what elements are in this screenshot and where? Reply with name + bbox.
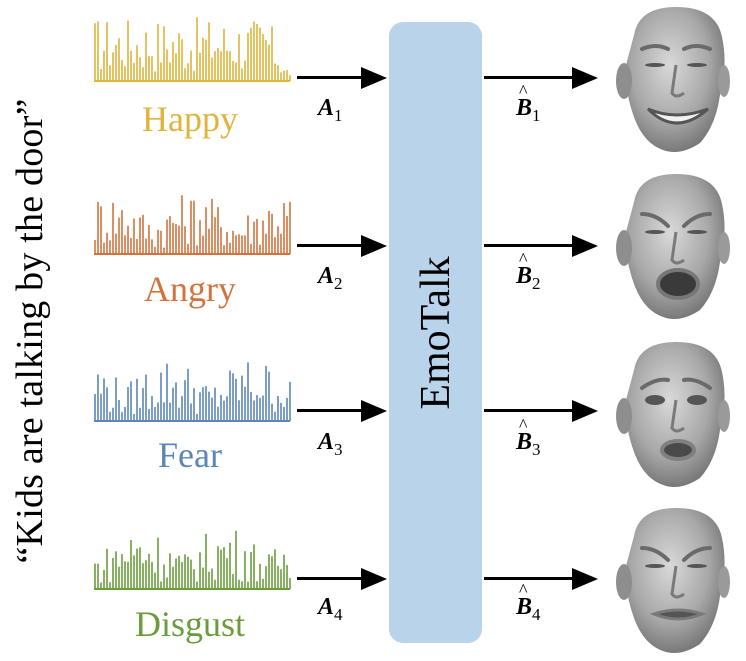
- face-ear-right: [718, 65, 730, 97]
- input-arrow-1: [297, 67, 387, 89]
- output-label-2: B2: [516, 249, 541, 294]
- face-ear-right: [718, 566, 730, 598]
- output-arrow-3: [484, 400, 599, 422]
- face-eye-right: [687, 230, 707, 234]
- face-ear-left: [616, 398, 632, 434]
- face-ear-left: [616, 564, 632, 600]
- face-nose: [670, 231, 685, 265]
- output-arrow-1: [484, 67, 599, 89]
- emotion-label-happy: Happy: [142, 99, 238, 139]
- face-mouth: [660, 439, 696, 461]
- output-arrow-2: [484, 235, 599, 257]
- waveform-fear: [94, 362, 291, 422]
- input-label-1: A1: [318, 95, 343, 125]
- input-label-4: A4: [318, 594, 343, 624]
- face-eye-right: [687, 564, 707, 568]
- face-eye-left: [645, 230, 665, 234]
- face-happy-icon: [616, 7, 730, 152]
- face-ear-left: [616, 63, 632, 99]
- face-brow-right: [682, 44, 712, 51]
- face-brow-right: [682, 212, 712, 228]
- face-eye-left: [645, 395, 665, 405]
- face-nose: [670, 399, 685, 433]
- emotalk-model-block: EmoTalk: [389, 22, 482, 643]
- face-brow-left: [640, 212, 670, 228]
- face-disgust-icon: [616, 508, 730, 653]
- face-eye-left: [645, 63, 665, 67]
- face-ear-left: [616, 230, 632, 266]
- face-fear-icon: [616, 342, 730, 487]
- input-label-3: A3: [318, 429, 343, 459]
- waveform-happy: [94, 17, 291, 82]
- sentence-text: “Kids are talking by the door”: [9, 97, 51, 564]
- face-brow-left: [640, 377, 670, 390]
- face-brow-right: [682, 377, 712, 390]
- face-ear-right: [718, 400, 730, 432]
- face-brow-left: [640, 546, 670, 562]
- face-eye-left: [645, 564, 665, 568]
- face-nose: [670, 64, 685, 98]
- face-ear-right: [718, 232, 730, 264]
- input-label-2: A2: [318, 263, 343, 293]
- face-eye-right: [687, 395, 707, 405]
- face-brow-left: [640, 44, 670, 51]
- input-arrow-3: [297, 400, 387, 422]
- output-label-4: B4: [516, 580, 541, 625]
- emotion-label-angry: Angry: [144, 269, 236, 309]
- face-mouth: [646, 107, 709, 125]
- face-angry-icon: [616, 174, 730, 319]
- waveform-angry: [94, 195, 291, 255]
- input-arrow-2: [297, 235, 387, 257]
- output-label-1: B1: [516, 81, 541, 126]
- face-nose: [670, 565, 685, 599]
- output-arrow-4: [484, 568, 599, 590]
- face-mouth: [649, 608, 707, 621]
- face-eye-right: [687, 63, 707, 67]
- sentence-quote: “Kids are talking by the door”: [0, 0, 60, 661]
- face-brow-right: [682, 546, 712, 562]
- emotion-label-disgust: Disgust: [134, 604, 246, 644]
- output-label-3: B3: [516, 415, 541, 460]
- face-mouth: [656, 268, 700, 300]
- input-arrow-4: [297, 568, 387, 590]
- emotion-label-fear: Fear: [158, 435, 222, 475]
- waveform-disgust: [94, 530, 291, 590]
- model-name: EmoTalk: [412, 255, 459, 410]
